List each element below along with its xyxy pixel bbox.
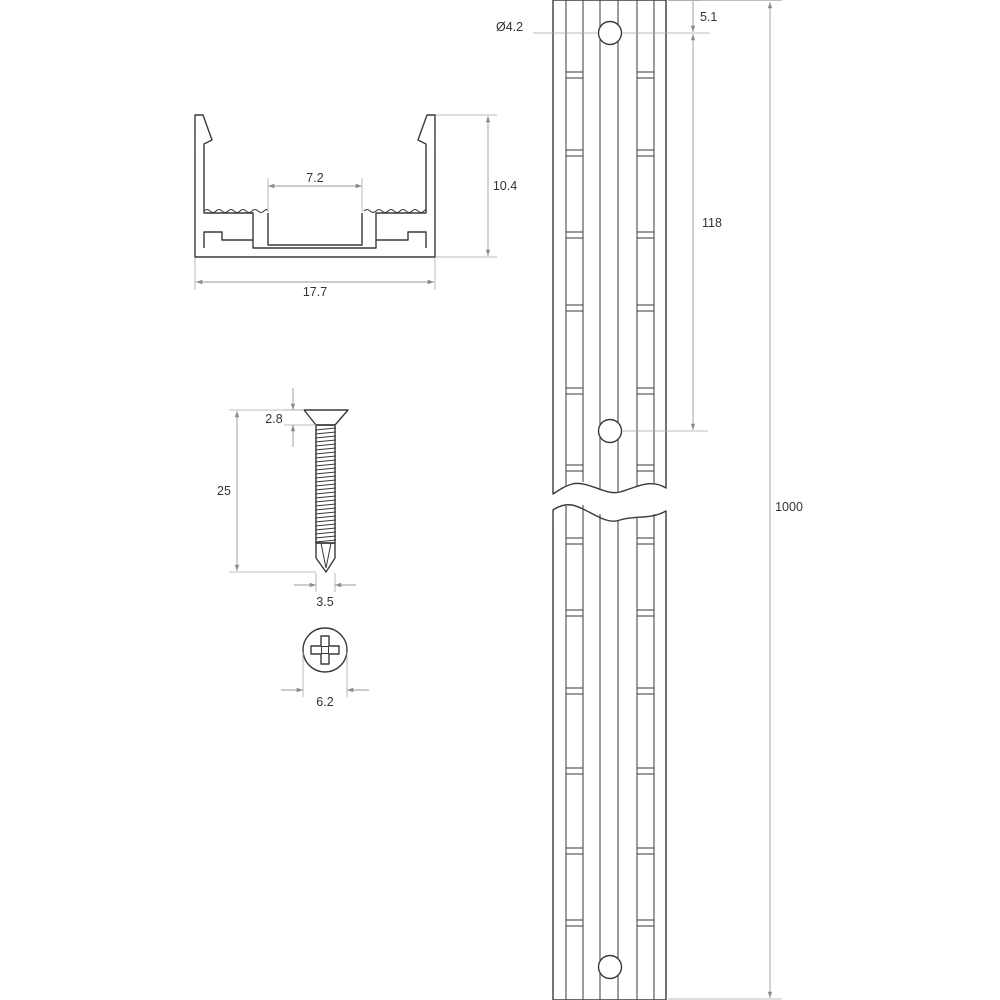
screw-thread-line [314, 487, 337, 491]
rail-hole-bottom [597, 954, 623, 980]
rail-top-offset-dimension: 5.1 [622, 0, 717, 34]
screw-thread-line [314, 427, 337, 431]
screw-thread-line [314, 535, 337, 539]
screw-thread-line [314, 495, 337, 499]
screw-thread-line [314, 515, 337, 519]
screw-thread-line [314, 499, 337, 503]
profile-inner-width-dimension: 7.2 [267, 171, 363, 212]
screw-thread-line [314, 455, 337, 459]
screw-thread-line [314, 435, 337, 439]
screw-thread-line [314, 459, 337, 463]
screw-thread-line [314, 539, 337, 543]
screw-head-diameter-label: 6.2 [316, 695, 333, 709]
rail-hole-top [597, 20, 623, 46]
screw-thread-line [314, 491, 337, 495]
screw-head-top-view [302, 627, 348, 673]
screw-thread-line [314, 519, 337, 523]
screw-thread-line [314, 523, 337, 527]
screw-thread-diameter-label: 3.5 [316, 595, 333, 609]
profile-height-dimension: 10.4 [436, 114, 517, 258]
profile-outer-width-label: 17.7 [303, 285, 327, 299]
screw-thread-line [314, 467, 337, 471]
screw-thread-line [314, 511, 337, 515]
rail-top-offset-label: 5.1 [700, 10, 717, 24]
rail-hole-middle [597, 418, 623, 444]
screw-thread-line [314, 507, 337, 511]
screw-thread-line [314, 431, 337, 435]
rail-total-length-dimension: 1000 [668, 0, 803, 1000]
rail-total-length-label: 1000 [775, 500, 803, 514]
rail-hole-diameter-label: Ø4.2 [496, 20, 523, 34]
rail-hole-spacing-label: 118 [702, 216, 722, 230]
rail-hole-spacing-dimension: 118 [622, 34, 722, 432]
rail-hole-diameter-dimension: Ø4.2 [496, 20, 598, 34]
mounting-rail [552, 0, 667, 1000]
profile-cross-section [194, 114, 436, 258]
profile-height-label: 10.4 [493, 179, 517, 193]
screw-thread-line [314, 447, 337, 451]
screw-thread-line [314, 483, 337, 487]
screw-thread-diameter-dimension: 3.5 [294, 573, 356, 609]
screw-length-dimension: 25 [217, 409, 316, 573]
profile-outer-width-dimension: 17.7 [194, 258, 436, 299]
screw-thread-line [314, 475, 337, 479]
screw-thread-line [314, 479, 337, 483]
screw-thread-line [314, 527, 337, 531]
screw-thread-line [314, 439, 337, 443]
screw-head-height-label: 2.8 [265, 412, 282, 426]
profile-inner-width-label: 7.2 [306, 171, 323, 185]
screw-head-height-dimension: 2.8 [265, 388, 316, 447]
screw-side-view [303, 409, 349, 573]
screw-thread-line [314, 443, 337, 447]
screw-thread-line [314, 463, 337, 467]
screw-thread-line [314, 471, 337, 475]
screw-head-diameter-dimension: 6.2 [281, 652, 369, 709]
screw-thread-line [314, 531, 337, 535]
screw-length-label: 25 [217, 484, 231, 498]
screw-thread-line [314, 451, 337, 455]
screw-thread-line [314, 503, 337, 507]
